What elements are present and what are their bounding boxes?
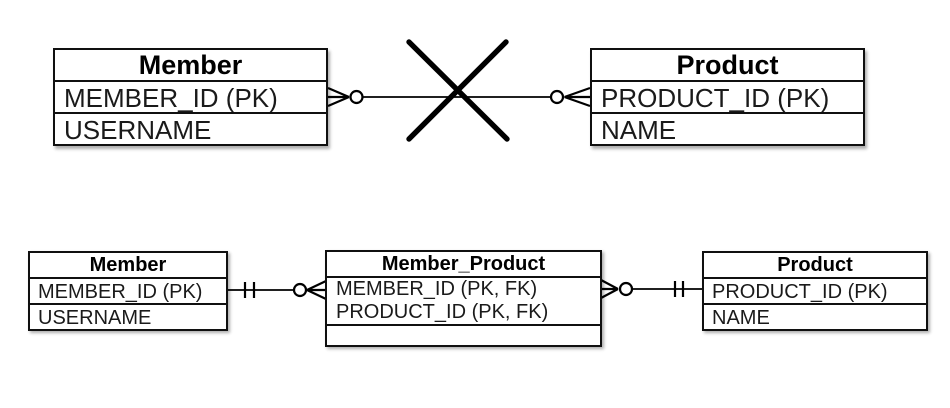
entity-attribute: USERNAME (38, 307, 152, 329)
entity-member-bottom: Member MEMBER_ID (PK) USERNAME (28, 251, 228, 331)
zero-circle-icon (292, 282, 308, 298)
entity-title: Member (55, 50, 326, 82)
entity-member-top: Member MEMBER_ID (PK) USERNAME (53, 48, 328, 146)
one-and-only-one-ticks-icon (243, 282, 256, 298)
one-and-only-one-ticks-icon (673, 281, 685, 297)
entity-attribute: NAME (712, 307, 770, 329)
bottom-right-relationship-line (600, 279, 703, 299)
entity-attribute: PRODUCT_ID (PK) (704, 279, 926, 305)
entity-attribute: NAME (601, 115, 677, 144)
entity-title: Member_Product (327, 252, 600, 278)
entity-empty-compartment (327, 326, 600, 345)
zero-circle-icon (549, 89, 565, 105)
entity-attribute-compartment: MEMBER_ID (PK, FK) PRODUCT_ID (PK, FK) (327, 278, 600, 326)
entity-attribute: USERNAME (64, 115, 212, 144)
bottom-left-relationship-line (228, 280, 327, 300)
crow-foot-zero-or-many-icon (564, 86, 591, 108)
zero-circle-icon (349, 89, 364, 105)
crow-foot-zero-or-many-icon (327, 86, 350, 108)
entity-title: Member (30, 253, 226, 279)
cross-out-x-icon (406, 39, 510, 142)
top-relationship-line (327, 86, 591, 108)
entity-title: Product (592, 50, 863, 82)
entity-product-bottom: Product PRODUCT_ID (PK) NAME (702, 251, 928, 331)
entity-attribute: PRODUCT_ID (PK, FK) (336, 301, 549, 323)
crow-foot-zero-or-many-icon (306, 280, 327, 300)
entity-title: Product (704, 253, 926, 279)
crow-foot-zero-or-many-icon (600, 279, 619, 299)
entity-attribute: MEMBER_ID (PK) (30, 279, 226, 305)
entity-member-product: Member_Product MEMBER_ID (PK, FK) PRODUC… (325, 250, 602, 347)
entity-product-top: Product PRODUCT_ID (PK) NAME (590, 48, 865, 146)
entity-attribute: MEMBER_ID (PK) (55, 82, 326, 114)
entity-attribute: MEMBER_ID (PK, FK) (336, 278, 538, 300)
entity-attribute: PRODUCT_ID (PK) (592, 82, 863, 114)
zero-circle-icon (618, 281, 634, 297)
